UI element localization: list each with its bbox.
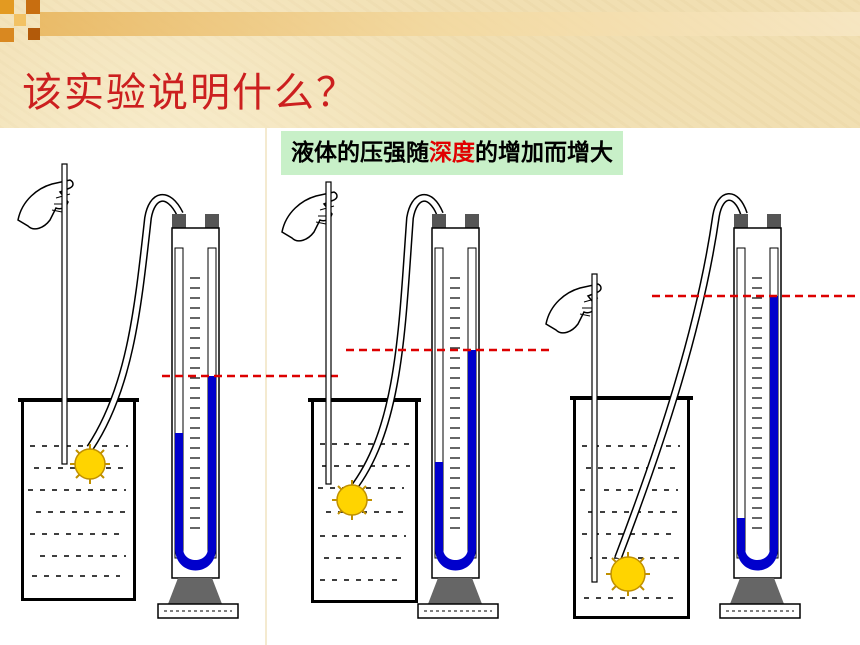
u-tube-manometer [719,214,801,619]
caption-text-after: 的增加而增大 [475,140,613,166]
caption-highlight-depth: 深度 [429,140,475,166]
caption-text-before: 液体的压强随 [291,140,429,166]
u-tube-manometer [157,214,239,619]
experiment-3 [545,193,858,619]
hand-holding-rod [17,163,74,465]
beaker [570,396,693,619]
pressure-probe-icon [70,444,110,484]
beaker [18,398,139,601]
liquid-texture [580,445,682,599]
conclusion-caption: 液体的压强随深度的增加而增大 [281,131,623,175]
decorative-top-strip [0,0,860,42]
experiment-2 [281,181,554,619]
probe-tube [614,193,748,560]
pressure-probe-icon [332,480,372,520]
experiment-1 [17,163,338,619]
probe-tube [86,193,184,451]
probe-tube [348,193,444,493]
hand-holding-rod [545,273,602,583]
slide-title: 该实验说明什么？ [22,70,358,116]
corner-squares-icon [0,0,40,42]
pressure-probe-icon [606,552,650,596]
u-tube-manometer [417,214,499,619]
hand-holding-rod [281,181,338,485]
experiment-diagram [17,163,858,619]
scale-ticks [752,277,762,529]
scale-ticks [190,277,200,529]
panel-divider [265,128,267,645]
scale-ticks [450,277,460,529]
liquid-texture [28,445,128,577]
